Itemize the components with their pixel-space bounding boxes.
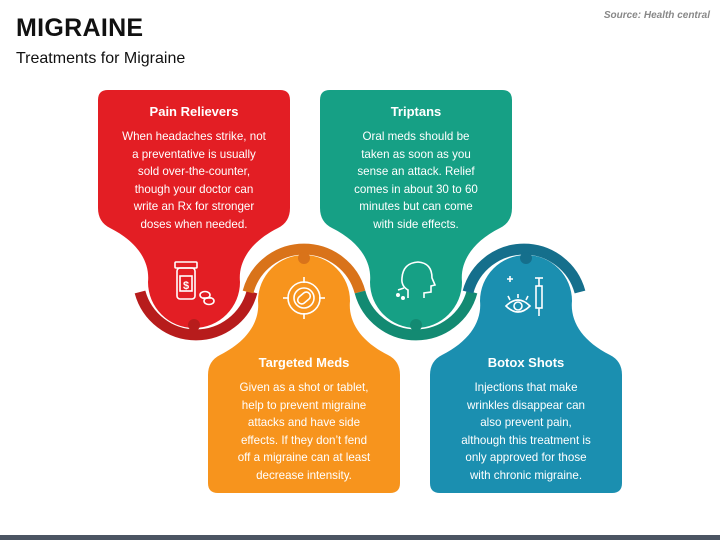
blue-arc <box>462 243 586 294</box>
card-targeted-meds: Targeted Meds Given as a shot or tablet,… <box>214 355 394 484</box>
card-title: Targeted Meds <box>258 355 350 370</box>
card-shape-pain-relievers <box>98 90 290 328</box>
card-pain-relievers: Pain Relievers When headaches strike, no… <box>104 104 284 233</box>
card-shape-triptans <box>320 90 512 328</box>
connector-dot <box>520 252 532 264</box>
card-title: Pain Relievers <box>149 104 239 119</box>
page-title: MIGRAINE <box>16 14 144 42</box>
connector-dot <box>410 319 422 331</box>
target-pill-icon <box>283 277 325 319</box>
card-triptans: Triptans Oral meds should be taken as so… <box>326 104 506 233</box>
source-note: Source: Health central <box>603 10 710 21</box>
card-body: Oral meds should be taken as soon as you… <box>354 130 478 231</box>
card-body: Injections that make wrinkles disappear … <box>461 381 591 482</box>
svg-text:$: $ <box>183 280 189 292</box>
pill-bottle-icon: $ <box>174 261 215 306</box>
orange-arc <box>242 243 366 294</box>
card-botox-shots: Botox Shots Injections that make wrinkle… <box>436 355 616 484</box>
footer-bar <box>0 535 720 540</box>
card-shape-botox-shots <box>430 255 622 493</box>
teal-arc <box>354 290 478 341</box>
connector-dot <box>298 252 310 264</box>
page-subtitle: Treatments for Migraine <box>16 50 186 67</box>
card-body: Given as a shot or tablet, help to preve… <box>237 381 371 482</box>
card-shape-targeted-meds <box>208 255 400 493</box>
card-body: When headaches strike, not a preventativ… <box>122 130 266 231</box>
card-title: Triptans <box>390 104 442 119</box>
head-spray-icon <box>395 261 437 300</box>
red-arc <box>134 290 258 341</box>
connector-dot <box>188 319 200 331</box>
card-title: Botox Shots <box>487 355 565 370</box>
eye-syringe-icon <box>504 276 543 316</box>
